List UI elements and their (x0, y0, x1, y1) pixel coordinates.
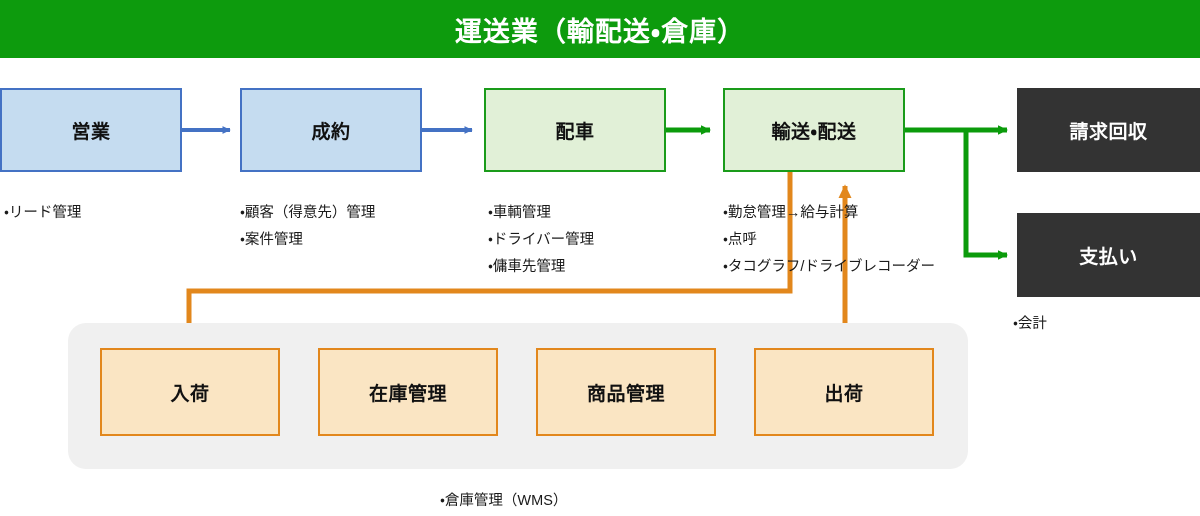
note-haisha-line-2: ・ドライバー管理 (488, 231, 595, 248)
node-shukka[interactable]: 出荷 (754, 348, 934, 436)
note-payment: ・会計 (1013, 311, 1047, 338)
note-yuso-line-1: ・勤怠管理→給与計算 (723, 205, 859, 221)
note-yuso-line-3: ・タコグラフ/ドライブレコーダー (723, 258, 935, 275)
page-title-bar: 運送業（輸配送・倉庫） (0, 0, 1200, 58)
note-eigyo: ・リード管理 (4, 200, 81, 227)
note-seiyaku: ・顧客（得意先）管理 ・案件管理 (240, 200, 375, 254)
node-seiyaku-label: 成約 (311, 121, 351, 143)
note-haisha-line-3: ・傭車先管理 (488, 258, 566, 275)
note-yuso-line-2: ・点呼 (723, 231, 757, 248)
node-eigyo-label: 営業 (71, 121, 111, 143)
node-eigyo[interactable]: 営業 (0, 88, 182, 172)
node-yuso-label: 輸送・配送 (771, 121, 857, 143)
node-shiharai-label: 支払い (1079, 246, 1138, 268)
warehouse-caption: ・倉庫管理（WMS） (440, 493, 568, 509)
node-nyuka-label: 入荷 (170, 383, 210, 405)
note-seiyaku-line-2: ・案件管理 (240, 231, 303, 248)
node-haisha-label: 配車 (555, 121, 595, 143)
note-haisha: ・車輌管理 ・ドライバー管理 ・傭車先管理 (488, 200, 594, 280)
note-seiyaku-line-1: ・顧客（得意先）管理 (240, 205, 376, 221)
node-seikyu-kaishu[interactable]: 請求回収 (1017, 88, 1200, 172)
node-haisha[interactable]: 配車 (484, 88, 666, 172)
node-shukka-label: 出荷 (824, 383, 864, 405)
node-zaiko-kanri-label: 在庫管理 (368, 383, 447, 405)
node-seiyaku[interactable]: 成約 (240, 88, 422, 172)
node-shiharai[interactable]: 支払い (1017, 213, 1200, 297)
node-nyuka[interactable]: 入荷 (100, 348, 280, 436)
note-eigyo-line-1: ・リード管理 (4, 205, 82, 221)
note-yuso: ・勤怠管理→給与計算 ・点呼 ・タコグラフ/ドライブレコーダー (723, 200, 935, 280)
node-seikyu-kaishu-label: 請求回収 (1069, 121, 1148, 143)
note-payment-line-1: ・会計 (1013, 316, 1047, 332)
node-yuso[interactable]: 輸送・配送 (723, 88, 905, 172)
node-shohin-kanri[interactable]: 商品管理 (536, 348, 716, 436)
node-shohin-kanri-label: 商品管理 (586, 383, 665, 405)
arrow-yuso-to-shiharai (963, 130, 1009, 260)
node-zaiko-kanri[interactable]: 在庫管理 (318, 348, 498, 436)
note-haisha-line-1: ・車輌管理 (488, 205, 551, 221)
page-title: 運送業（輸配送・倉庫） (454, 16, 746, 47)
